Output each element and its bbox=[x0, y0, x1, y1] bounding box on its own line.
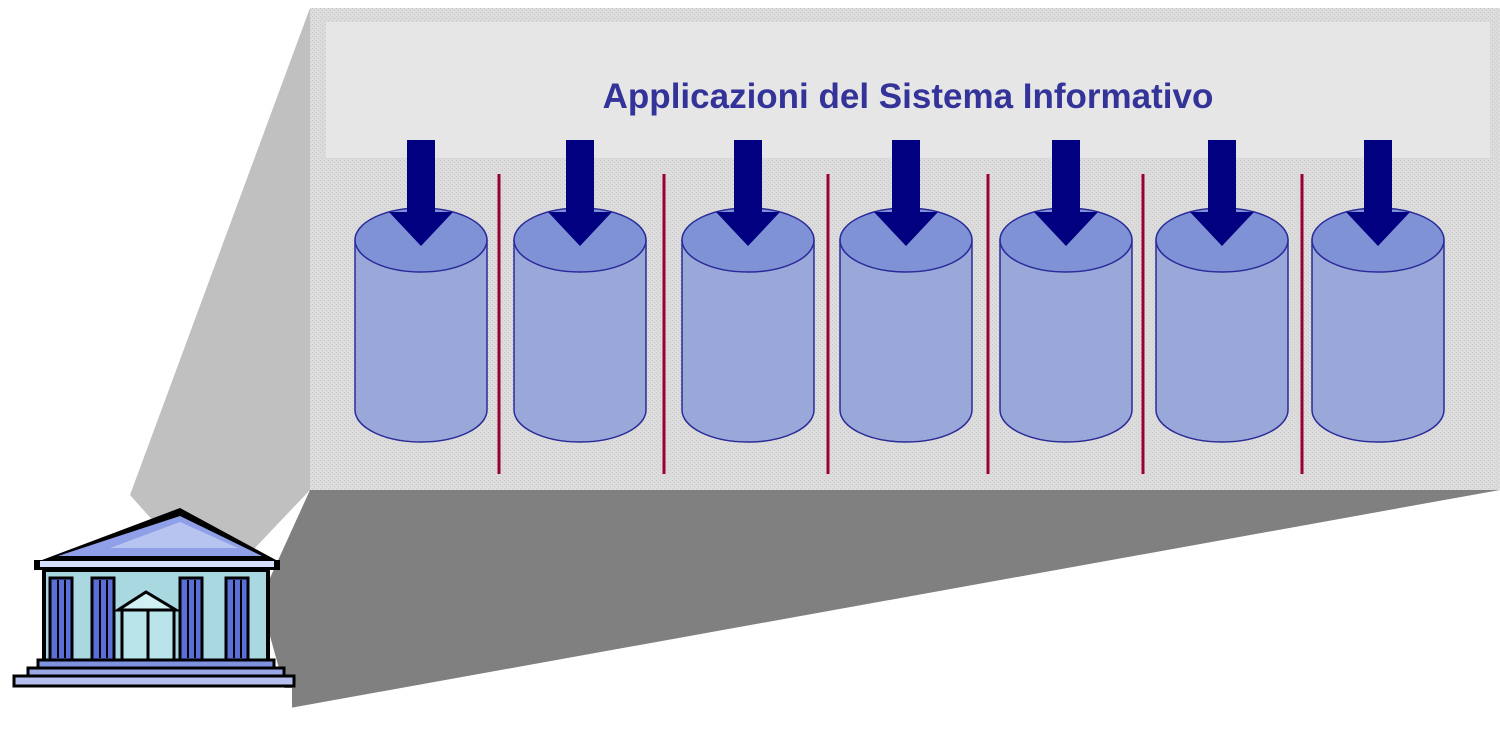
projection-side-wedge bbox=[130, 8, 310, 590]
database-group bbox=[354, 207, 1445, 443]
projection-bottom-wedge bbox=[260, 490, 1500, 708]
arrow-down-icon bbox=[389, 140, 453, 246]
building-icon bbox=[10, 508, 296, 738]
arrow-down-icon bbox=[716, 140, 780, 246]
arrow-down-icon bbox=[1034, 140, 1098, 246]
title-band bbox=[326, 22, 1490, 158]
arrow-down-icon bbox=[874, 140, 938, 246]
database-icon bbox=[354, 207, 488, 443]
arrow-down-icon bbox=[1346, 140, 1410, 246]
arrow-down-icon bbox=[1190, 140, 1254, 246]
separator-group bbox=[497, 174, 1304, 474]
arrow-down-icon bbox=[548, 140, 612, 246]
arrow-group bbox=[389, 140, 1410, 246]
